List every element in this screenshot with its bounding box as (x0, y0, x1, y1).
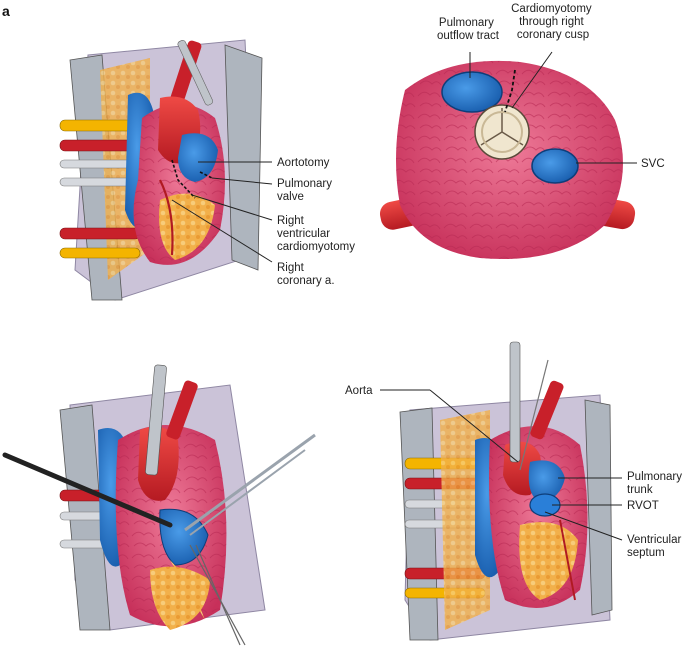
label-cardiomyotomy-cusp: Cardiomyotomy through right coronary cus… (511, 3, 595, 41)
label-right-coronary: Right coronary a. (277, 262, 335, 287)
label-svc: SVC (641, 158, 665, 170)
panel-letter: a (2, 3, 10, 19)
panel-bottom-left (2, 364, 316, 646)
label-pulmonary-outflow: Pulmonary outflow tract (437, 17, 500, 42)
label-aortotomy: Aortotomy (277, 157, 330, 169)
label-aorta: Aorta (345, 385, 373, 397)
label-rvot: RVOT (627, 500, 659, 512)
label-rv-cardiomyotomy: Right ventricular cardiomyotomy (277, 215, 355, 253)
label-pulmonary-valve: Pulmonary valve (277, 178, 335, 203)
label-pulmonary-trunk: Pulmonary trunk (627, 471, 685, 496)
panel-bottom-right: Aorta Pulmonary trunk RVOT Ventricular s… (345, 341, 685, 641)
panel-top-right: Pulmonary outflow tract Cardiomyotomy th… (379, 3, 665, 260)
label-ventricular-septum: Ventricular septum (627, 534, 685, 559)
aortic-valve (474, 104, 530, 160)
panel-top-left: Aortotomy Pulmonary valve Right ventricu… (59, 39, 355, 301)
